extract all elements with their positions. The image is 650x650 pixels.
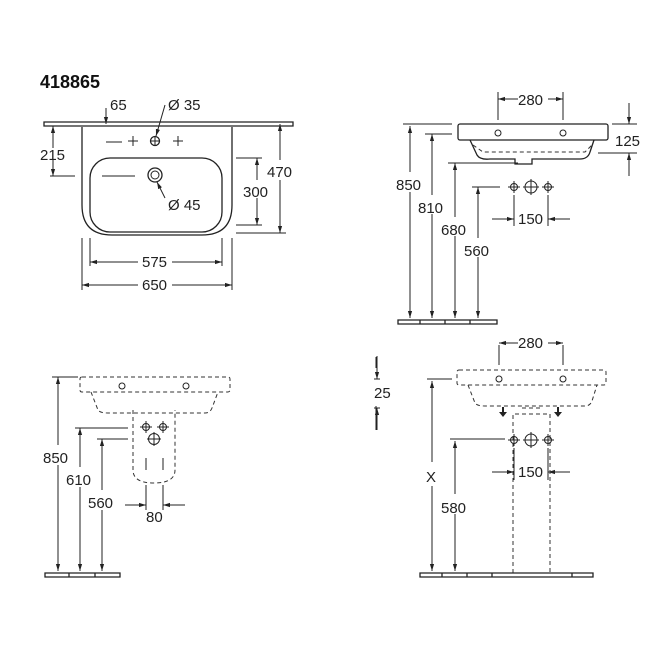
dim-560: 560: [464, 243, 489, 260]
dim-280: 280: [518, 335, 543, 352]
dim-575: 575: [142, 254, 167, 271]
dim-25: 25: [374, 385, 391, 402]
dim-560: 560: [88, 495, 113, 512]
dim-80: 80: [146, 509, 163, 526]
dim-650: 650: [142, 277, 167, 294]
floor-line: [44, 572, 121, 578]
dim-tap-hole-diameter: Ø 35: [168, 97, 201, 114]
dim-125: 125: [615, 133, 640, 150]
floor-line: [397, 319, 498, 325]
dim-850: 850: [43, 450, 68, 467]
basin-outline: [81, 127, 233, 236]
dim-810: 810: [418, 200, 443, 217]
dim-150: 150: [518, 211, 543, 228]
basin-side: [456, 369, 607, 386]
dim-drain-diameter: Ø 45: [168, 197, 201, 214]
dim-280: 280: [518, 92, 543, 109]
side-view-pedestal: 280 25 X 580 150: [374, 335, 607, 578]
product-number: 418865: [40, 72, 100, 92]
dim-300: 300: [243, 184, 268, 201]
dim-x: X: [426, 469, 436, 486]
dim-850: 850: [396, 177, 421, 194]
pedestal: [512, 407, 551, 573]
bowl-side: [469, 139, 595, 165]
floor-line: [419, 572, 594, 578]
wall-line: [43, 121, 294, 127]
drain-icon: [147, 167, 163, 183]
dim-610: 610: [66, 472, 91, 489]
dim-580: 580: [441, 500, 466, 517]
dim-680: 680: [441, 222, 466, 239]
half-pedestal: [132, 410, 176, 484]
basin-side: [79, 376, 231, 393]
dim-150: 150: [518, 464, 543, 481]
bowl-outline: [89, 157, 223, 233]
side-view-wall: 280 125 850 810 680 560 150: [396, 92, 640, 325]
side-view-half-pedestal: 850 610 560 80: [43, 376, 231, 578]
basin-side: [457, 123, 609, 141]
dim-215: 215: [40, 147, 65, 164]
dim-65: 65: [110, 97, 127, 114]
top-view: 65 Ø 35 215 Ø 45 300 470 575 650: [40, 97, 294, 294]
dim-470: 470: [267, 164, 292, 181]
